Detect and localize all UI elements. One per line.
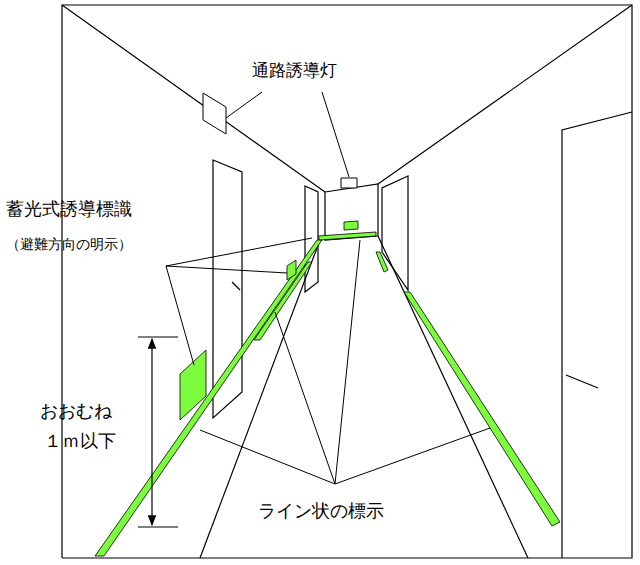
floor-line bbox=[404, 292, 560, 526]
leader-line bbox=[226, 92, 262, 118]
sign-label: 蓄光式誘導標識 bbox=[6, 198, 132, 220]
leader-lines bbox=[166, 92, 490, 484]
corridor-lines bbox=[62, 5, 632, 558]
luminous-lines bbox=[95, 232, 560, 556]
leader-line bbox=[335, 428, 490, 484]
floor-line bbox=[318, 232, 376, 240]
leader-line bbox=[166, 266, 194, 365]
door bbox=[382, 176, 408, 290]
fixture-label: 通路誘導灯 bbox=[252, 60, 337, 80]
ceiling-light bbox=[341, 178, 357, 188]
dimension-arrow bbox=[151, 339, 152, 525]
leader-line bbox=[322, 92, 349, 177]
guide-sign bbox=[344, 221, 358, 230]
dimension-tick bbox=[138, 526, 178, 527]
door bbox=[562, 112, 632, 558]
leader-line bbox=[335, 240, 360, 484]
floor-line bbox=[376, 252, 388, 272]
floor-line bbox=[254, 262, 312, 340]
guide-lights bbox=[203, 93, 357, 188]
floor-edge bbox=[378, 236, 528, 558]
ceiling-edge bbox=[378, 5, 632, 184]
door-handle bbox=[566, 375, 598, 388]
line-label: ライン状の標示 bbox=[258, 500, 384, 522]
leader-line bbox=[166, 238, 312, 266]
dimension bbox=[138, 337, 178, 527]
leader-line bbox=[166, 266, 287, 273]
luminous-signs bbox=[180, 221, 358, 420]
dimension-label: おおむね bbox=[40, 400, 112, 422]
ceiling-edge bbox=[62, 5, 325, 192]
door-handle bbox=[232, 282, 240, 290]
dimension-tick bbox=[138, 336, 178, 337]
leader-line bbox=[200, 430, 335, 484]
frame bbox=[62, 5, 632, 558]
sign-note: （避難方向の明示） bbox=[6, 236, 132, 253]
leader-line bbox=[275, 312, 335, 484]
far-wall bbox=[325, 184, 378, 240]
door bbox=[213, 160, 242, 418]
dimension-label: １ｍ以下 bbox=[44, 430, 116, 452]
ceiling-light bbox=[203, 93, 226, 134]
guide-sign bbox=[287, 260, 296, 280]
